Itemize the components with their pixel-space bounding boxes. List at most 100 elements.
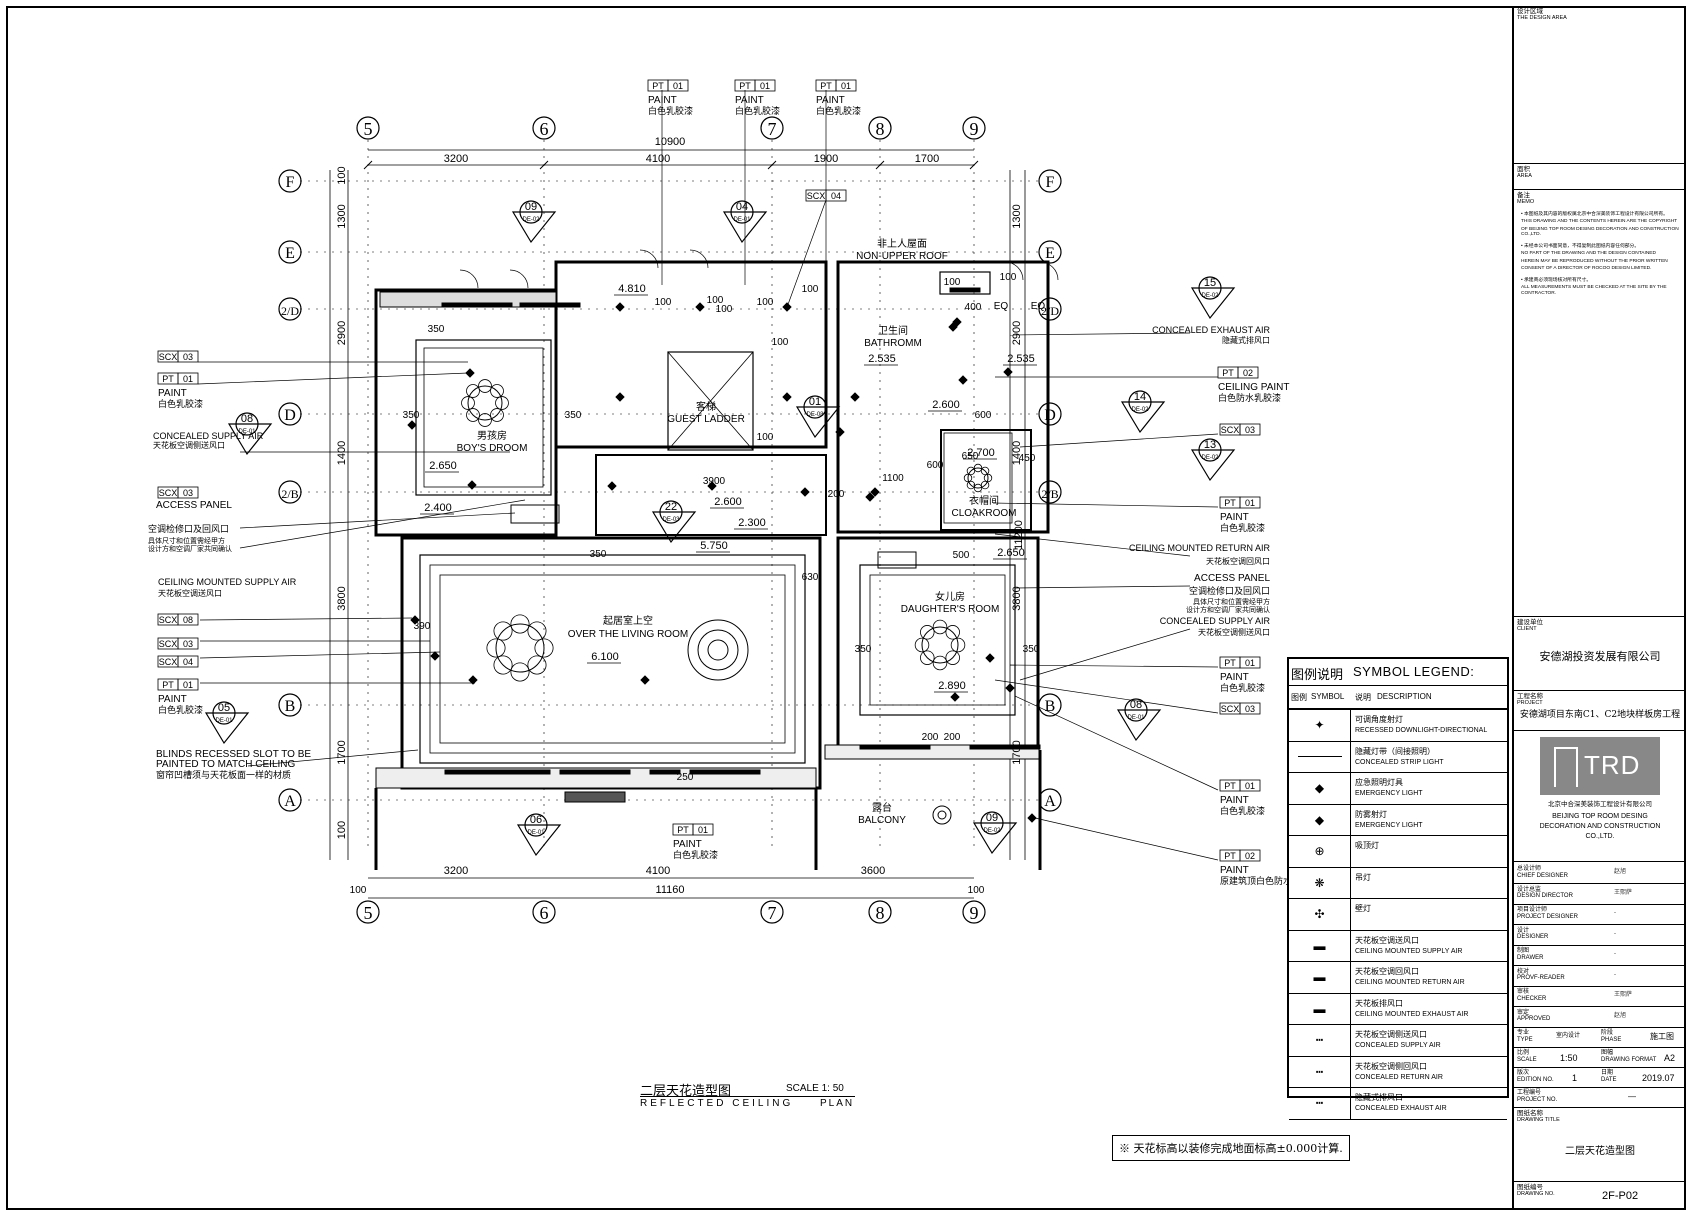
legend-item-en: CEILING MOUNTED RETURN AIR: [1355, 979, 1465, 986]
ceiling-lamp-icon: [687, 619, 749, 681]
legend-col-desc-en: DESCRIPTION: [1377, 692, 1432, 701]
callout-num-box: [177, 655, 199, 668]
directional-downlight-icon: [410, 615, 420, 625]
door-swing: [689, 249, 709, 269]
ceiling-lamp-icon: [937, 810, 947, 820]
grid-bubble: [278, 169, 302, 193]
callout-code: PT: [1222, 368, 1234, 378]
tb-staff-name: -: [1614, 971, 1616, 978]
directional-downlight-icon: [950, 692, 960, 702]
leader-line: [994, 679, 1219, 714]
chandelier-icon: [493, 621, 513, 641]
small-dim: 200: [828, 489, 845, 500]
memo-line: OF BEIJING TOP ROOM DESING DECORATION AN…: [1521, 226, 1679, 238]
callout-num: 01: [183, 374, 193, 384]
small-dim: 200: [922, 732, 939, 743]
callout-num: 01: [673, 81, 683, 91]
ceiling-level: 2.700: [967, 447, 995, 459]
grid-bubble: [532, 116, 556, 140]
ceiling-level: 6.100: [591, 651, 619, 663]
ceiling-level: 2.535: [868, 353, 896, 365]
section-mark-num: 22: [665, 501, 677, 513]
dim-right-seg: 1700: [1011, 740, 1023, 764]
grid-bubble: [356, 116, 380, 140]
callout-num-box: [177, 613, 199, 626]
callout-num-box: [1237, 366, 1259, 379]
small-dim: 3900: [703, 476, 726, 487]
ceiling-tray: [423, 347, 544, 488]
note-left-zh: 设计方和空调厂家共同确认: [148, 544, 232, 553]
tb-staff-en: CHIEF DESIGNER: [1517, 872, 1569, 879]
tb-staff-name: 赵旭: [1614, 869, 1627, 875]
dim-tick: [363, 160, 373, 170]
ceiling-level: 2.890: [938, 680, 966, 692]
ceiling-level: 5.750: [700, 540, 728, 552]
legend-item-en: CEILING MOUNTED EXHAUST AIR: [1355, 1010, 1469, 1018]
callout-code: SCX: [807, 191, 826, 201]
grid-label-col: 9: [970, 903, 979, 923]
directional-downlight-icon: [870, 487, 880, 497]
room-label-zh: 衣帽间: [969, 494, 999, 507]
section-mark-ref: DE-03: [662, 517, 680, 523]
callout-en: PAINT: [673, 839, 702, 850]
legend-item-zh: 天花板空调侧送风口: [1355, 1030, 1427, 1039]
memo-line: ALL MEASUREMENTS MUST BE CHECKED AT THE …: [1521, 285, 1667, 296]
title-underline: [640, 1096, 855, 1097]
callout-num: 04: [183, 657, 193, 667]
tb-type-val: 室内设计: [1556, 1033, 1581, 1039]
callout-num-box: [177, 372, 199, 385]
legend-item-en: EMERGENCY LIGHT: [1355, 790, 1423, 797]
drawing-sheet-border: [6, 6, 1686, 1210]
legend-item-en: CEILING MOUNTED SUPPLY AIR: [1355, 947, 1463, 955]
grid-label-row: A: [284, 793, 296, 810]
tb-projno-val: —: [1628, 1092, 1636, 1101]
ceiling-level: 2.300: [738, 517, 766, 529]
tb-edition-val: 1: [1572, 1073, 1578, 1083]
ceiling-tray: [859, 564, 1016, 716]
callout-num-box: [1239, 849, 1261, 862]
callout-num-box: [1239, 656, 1261, 669]
tb-area-en: AREA: [1517, 173, 1532, 180]
grid-bubble: [1038, 169, 1062, 193]
grid-bubble: [278, 297, 302, 321]
directional-downlight-icon: [835, 427, 845, 437]
callout-code: PT: [1224, 781, 1236, 791]
legend-item-zh: 吊灯: [1355, 872, 1371, 882]
chandelier-icon: [973, 483, 983, 493]
callout-code: SCX: [159, 657, 178, 667]
memo-line: HEREIN MAY BE REPRODUCED WITHOUT THE PRI…: [1521, 258, 1668, 264]
callout-en: PAINT: [158, 388, 187, 399]
legend-item: ⊕吸顶灯: [1289, 836, 1507, 868]
drawing-title-zh: 二层天花造型图: [640, 1083, 732, 1098]
grid-label-col: 7: [768, 119, 777, 139]
drawing-title-en: REFLECTED CEILING: [640, 1098, 794, 1109]
return-air-grille: [877, 551, 917, 569]
directional-downlight-icon: [615, 302, 625, 312]
small-dim: 100: [802, 284, 819, 295]
tb-area-zh: 面积: [1517, 166, 1530, 173]
callout-num-box: [177, 678, 199, 691]
tb-drawno-val: 2F-P02: [1602, 1190, 1639, 1202]
directional-downlight-icon: [407, 420, 417, 430]
supply-air-slot: [441, 302, 513, 308]
dim-bottom-seg: 3600: [861, 865, 885, 877]
callout-zh: 原建筑顶白色防水乳胶漆: [1220, 875, 1319, 886]
directional-downlight-icon: [948, 322, 958, 332]
title-block: 设计区域 THE DESIGN AREA 面积 AREA 备注 MEMO • 本…: [1512, 6, 1686, 1210]
room-label-zh: 女儿房: [935, 590, 965, 603]
note-left-en: BLINDS RECESSED SLOT TO BE: [156, 749, 311, 760]
directional-downlight-icon: [1027, 813, 1037, 823]
grid-label-row: E: [285, 245, 295, 262]
note-left-zh: 天花板空调侧送风口: [153, 440, 225, 450]
chandelier-icon: [510, 662, 530, 682]
ceiling-lamp-icon: [707, 639, 729, 661]
section-mark-ref: DE-02: [522, 217, 540, 223]
note-left-en: PAINTED TO MATCH CEILING: [156, 759, 295, 770]
